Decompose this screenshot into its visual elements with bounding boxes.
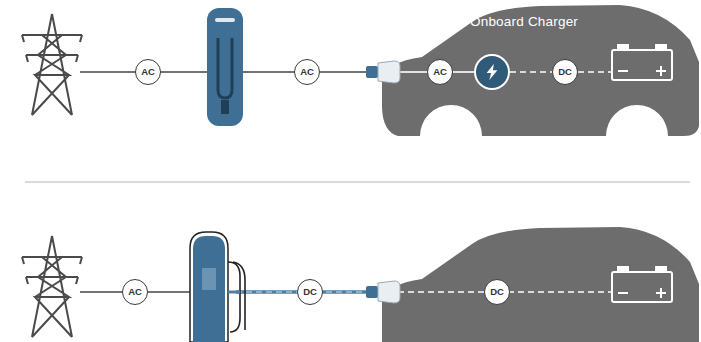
lightning-icon (483, 63, 501, 81)
plug-connector (366, 61, 400, 83)
onboard-charger: Onboard Charger (474, 54, 510, 90)
battery-symbol (612, 267, 672, 302)
car-silhouette (382, 5, 699, 136)
charger-outline (190, 232, 228, 342)
plug-connector (366, 281, 400, 303)
car-silhouette (382, 227, 699, 342)
dc-fast-charger (190, 232, 245, 342)
power-connector (453, 71, 474, 73)
current-type-label: AC (128, 287, 142, 297)
tower-lattice (22, 236, 82, 337)
plus-sign (660, 288, 662, 298)
current-type-badge: AC (122, 279, 148, 305)
charger-body (193, 236, 225, 342)
battery-body (612, 272, 672, 302)
battery-symbol (612, 45, 672, 80)
current-type-label: DC (303, 287, 317, 297)
current-type-label: AC (141, 67, 155, 77)
current-type-badge: AC (135, 59, 161, 85)
plug-body (366, 286, 378, 298)
charger-screen (202, 268, 216, 290)
current-type-label: DC (490, 287, 504, 297)
lightning-bolt (487, 64, 498, 80)
car-wire (578, 71, 612, 73)
wallbox-handle (221, 100, 229, 114)
current-type-badge: DC (297, 279, 323, 305)
power-connector (510, 71, 552, 73)
charger-cable-loop (228, 262, 240, 332)
wallbox-charger (207, 8, 243, 126)
plug-body (366, 66, 378, 78)
wallbox-holster (218, 38, 232, 98)
charger-cable (228, 291, 240, 294)
battery-body (612, 50, 672, 80)
component-label: Onboard Charger (470, 14, 578, 29)
power-tower (22, 14, 82, 115)
battery-terminal (656, 45, 666, 50)
car-wire (398, 71, 430, 73)
plus-sign (660, 66, 662, 76)
wallbox-light (215, 18, 235, 22)
power-tower (22, 236, 82, 337)
current-type-badge: DC (484, 279, 510, 305)
tower-lattice (22, 14, 82, 115)
charger-cable-loop (233, 262, 245, 330)
minus-sign (618, 70, 628, 72)
current-type-label: AC (433, 67, 447, 77)
current-type-badge: AC (427, 59, 453, 85)
separator-line (25, 181, 690, 183)
plug-head (378, 61, 400, 83)
battery-terminal (618, 267, 628, 272)
minus-sign (618, 292, 628, 294)
tower-insulators (22, 257, 82, 284)
tower-insulators (22, 35, 82, 62)
plug-head (378, 281, 400, 303)
current-type-label: DC (558, 67, 572, 77)
battery-terminal (656, 267, 666, 272)
current-type-badge: AC (294, 59, 320, 85)
wallbox-body (207, 8, 243, 126)
battery-terminal (618, 45, 628, 50)
current-type-badge: DC (552, 59, 578, 85)
current-type-label: AC (300, 67, 314, 77)
